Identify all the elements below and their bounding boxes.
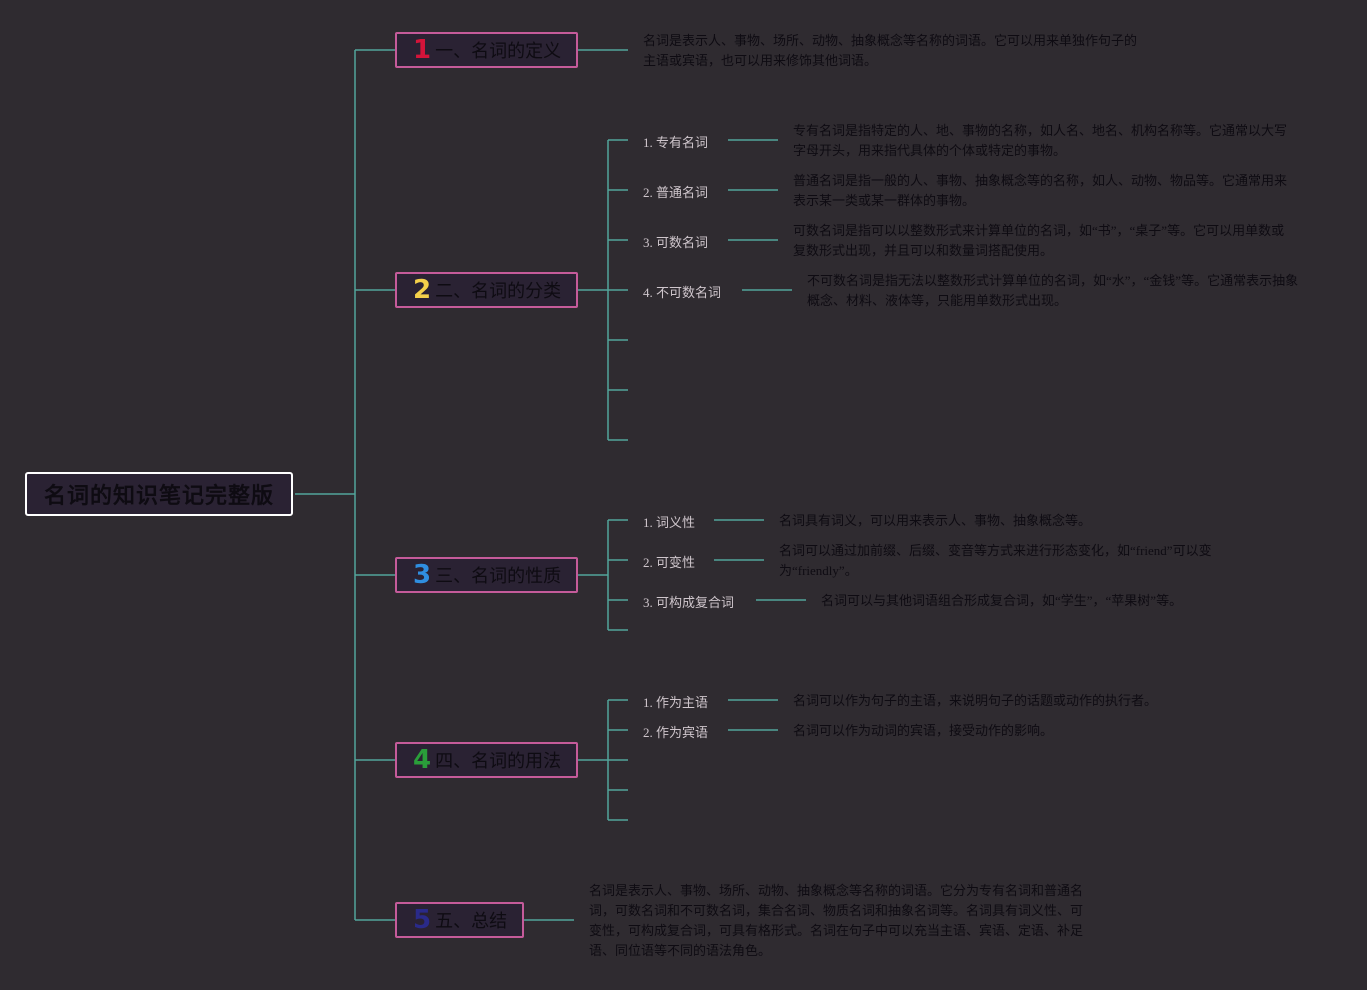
subtopic-uncountable-noun-desc: 不可数名词是指无法以整数形式计算单位的名词，如“水”，“金钱”等。它通常表示抽象… [807, 273, 1299, 308]
subtopic-proper-noun-desc: 专有名词是指特定的人、地、事物的名称，如人名、地名、机构名称等。它通常以大写字母… [793, 123, 1288, 158]
subtopic-compound[interactable]: 3. 可构成复合词 [643, 595, 735, 610]
subtopic-as-object-desc: 名词可以作为动词的宾语，接受动作的影响。 [793, 723, 1054, 738]
subtopic-variability[interactable]: 2. 可变性 [643, 555, 696, 570]
subtopic-common-noun-desc: 普通名词是指一般的人、事物、抽象概念等的名称，如人、动物、物品等。它通常用来表示… [793, 173, 1288, 208]
topic-number-4: 4 [413, 745, 432, 775]
topic-definition[interactable]: 1 一、名词的定义 [395, 32, 578, 68]
topic-summary-desc: 名词是表示人、事物、场所、动物、抽象概念等名称的词语。它分为专有名词和普通名词，… [589, 883, 1084, 958]
root-title: 名词的知识笔记完整版 [43, 484, 274, 509]
subtopic-as-subject[interactable]: 1. 作为主语 [643, 695, 709, 710]
topic-label: 三、名词的性质 [435, 566, 562, 587]
subtopic-meaning-desc: 名词具有词义，可以用来表示人、事物、抽象概念等。 [779, 513, 1092, 528]
topic-classification[interactable]: 2 二、名词的分类 [395, 272, 578, 308]
topic-number-3: 3 [413, 560, 432, 590]
subtopic-meaning[interactable]: 1. 词义性 [643, 515, 696, 530]
topic-properties[interactable]: 3 三、名词的性质 [395, 557, 578, 593]
topic-label: 二、名词的分类 [435, 281, 562, 302]
topic-number-5: 5 [413, 905, 432, 935]
subtopic-common-noun[interactable]: 2. 普通名词 [643, 185, 709, 200]
topic-label: 一、名词的定义 [435, 41, 562, 62]
subtopic-as-object[interactable]: 2. 作为宾语 [643, 725, 709, 740]
topic-usage[interactable]: 4 四、名词的用法 [395, 742, 578, 778]
subtopic-proper-noun[interactable]: 1. 专有名词 [643, 135, 709, 150]
subtopic-as-subject-desc: 名词可以作为句子的主语，来说明句子的话题或动作的执行者。 [793, 693, 1158, 708]
topic-number-1: 1 [413, 35, 432, 65]
subtopic-countable-noun-desc: 可数名词是指可以以整数形式来计算单位的名词，如“书”，“桌子”等。它可以用单数或… [793, 223, 1285, 258]
subtopic-uncountable-noun[interactable]: 4. 不可数名词 [643, 285, 722, 300]
root-topic[interactable]: 名词的知识笔记完整版 [25, 472, 293, 516]
topic-label: 四、名词的用法 [435, 751, 562, 772]
subtopic-compound-desc: 名词可以与其他词语组合形成复合词，如“学生”，“苹果树”等。 [821, 593, 1183, 608]
topic-number-2: 2 [413, 275, 432, 305]
topic-definition-desc: 名词是表示人、事物、场所、动物、抽象概念等名称的词语。它可以用来单独作句子的主语… [643, 33, 1138, 68]
subtopic-countable-noun[interactable]: 3. 可数名词 [643, 235, 709, 250]
topic-label: 五、总结 [435, 911, 508, 932]
subtopic-variability-desc: 名词可以通过加前缀、后缀、变音等方式来进行形态变化，如“friend”可以变为“… [779, 543, 1212, 578]
topic-summary[interactable]: 5 五、总结 [395, 902, 524, 938]
